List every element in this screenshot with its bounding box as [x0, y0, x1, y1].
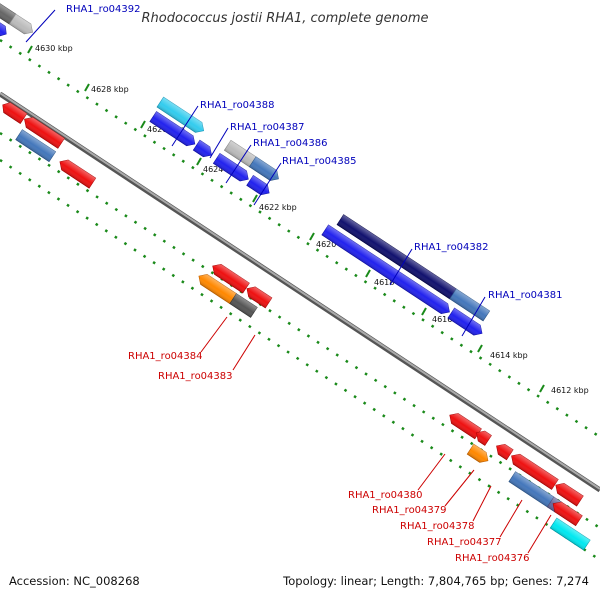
- forward-gene-labels: RHA1_ro04392 RHA1_ro04388 RHA1_ro04387 R…: [66, 4, 563, 301]
- gene-arrow[interactable]: [550, 499, 583, 527]
- scale-label: 4618 kbp: [374, 278, 412, 287]
- gene-arrow[interactable]: [209, 261, 250, 294]
- accession-label: Accession: NC_008268: [9, 574, 140, 588]
- scale-tick: [84, 83, 90, 92]
- scale-ticks: 4630 kbp 4628 kbp 4626 kbp 4624 kbp 4622…: [27, 44, 589, 395]
- scale-tick: [309, 232, 315, 241]
- map-title: Rhodococcus jostii RHA1, complete genome: [142, 11, 429, 26]
- gene-label-ro04388[interactable]: RHA1_ro04388: [200, 100, 275, 111]
- scale-tick: [252, 194, 258, 203]
- gene-label-ro04381[interactable]: RHA1_ro04381: [488, 290, 563, 301]
- gene-arrow[interactable]: [0, 13, 10, 39]
- scale-label: 4614 kbp: [490, 351, 528, 360]
- gene-arrow[interactable]: [508, 451, 559, 490]
- lower-guide-line: [0, 158, 600, 562]
- gene-arrow-ro04379[interactable]: [466, 443, 491, 466]
- gene-arrow-ro04376[interactable]: [549, 517, 591, 551]
- scale-label: 4624 kbp: [203, 165, 241, 174]
- gene-label-ro04387[interactable]: RHA1_ro04387: [230, 122, 305, 133]
- gene-label-ro04377[interactable]: RHA1_ro04377: [427, 537, 502, 548]
- scale-label: 4620 kbp: [316, 240, 354, 249]
- gene-arrow[interactable]: [244, 284, 273, 309]
- label-leaders: [25, 9, 552, 554]
- scale-tick: [196, 157, 202, 166]
- gene-label-ro04379[interactable]: RHA1_ro04379: [372, 505, 447, 516]
- gene-arrow[interactable]: [8, 13, 36, 37]
- gene-label-ro04383[interactable]: RHA1_ro04383: [158, 371, 233, 382]
- gene-features: [0, 0, 591, 551]
- upper-guide-line: [0, 38, 600, 439]
- middle-guide-line: [0, 131, 600, 530]
- scale-tick: [365, 269, 371, 278]
- gene-arrow[interactable]: [192, 139, 215, 160]
- scale-tick: [27, 45, 33, 54]
- gene-arrow-ro04388[interactable]: [156, 96, 207, 136]
- scale-tick: [421, 307, 427, 316]
- gene-arrow-ro04380[interactable]: [473, 428, 492, 446]
- gene-arrow-ro04386[interactable]: [212, 152, 251, 184]
- gene-arrow[interactable]: [447, 307, 485, 338]
- genome-backbone: [0, 91, 600, 493]
- gene-label-ro04392[interactable]: RHA1_ro04392: [66, 4, 141, 15]
- gene-arrow[interactable]: [446, 410, 482, 440]
- gene-arrow-ro04381[interactable]: [321, 224, 453, 317]
- gene-label-ro04385[interactable]: RHA1_ro04385: [282, 156, 357, 167]
- gene-arrow[interactable]: [449, 288, 491, 322]
- gene-label-ro04380[interactable]: RHA1_ro04380: [348, 490, 423, 501]
- gene-arrow-ro04384[interactable]: [196, 271, 237, 305]
- genome-stats-label: Topology: linear; Length: 7,804,765 bp; …: [283, 574, 589, 588]
- scale-label: 4628 kbp: [91, 85, 129, 94]
- gene-label-ro04376[interactable]: RHA1_ro04376: [455, 553, 530, 564]
- scale-tick: [539, 384, 545, 393]
- scale-label: 4622 kbp: [259, 203, 297, 212]
- scale-label: 4630 kbp: [35, 44, 73, 53]
- gene-arrow[interactable]: [15, 129, 57, 163]
- gene-arrow[interactable]: [21, 114, 65, 149]
- gene-arrow-ro04382[interactable]: [336, 214, 461, 303]
- gene-arrow[interactable]: [149, 111, 198, 150]
- reverse-gene-labels: RHA1_ro04384 RHA1_ro04383 RHA1_ro04380 R…: [128, 351, 530, 564]
- gene-label-ro04384[interactable]: RHA1_ro04384: [128, 351, 203, 362]
- gene-label-ro04382[interactable]: RHA1_ro04382: [414, 242, 489, 253]
- scale-label: 4612 kbp: [551, 386, 589, 395]
- scale-tick: [477, 344, 483, 353]
- gene-label-ro04386[interactable]: RHA1_ro04386: [253, 138, 328, 149]
- gene-arrow[interactable]: [57, 157, 97, 189]
- gene-label-ro04378[interactable]: RHA1_ro04378: [400, 521, 475, 532]
- gene-arrow-ro04383[interactable]: [229, 293, 258, 318]
- gene-arrow[interactable]: [552, 480, 584, 507]
- gene-arrow[interactable]: [0, 100, 28, 125]
- guide-lines: [0, 38, 600, 562]
- gene-arrow[interactable]: [493, 441, 514, 461]
- scale-tick: [140, 120, 146, 129]
- gene-arrow-ro04385[interactable]: [248, 156, 281, 184]
